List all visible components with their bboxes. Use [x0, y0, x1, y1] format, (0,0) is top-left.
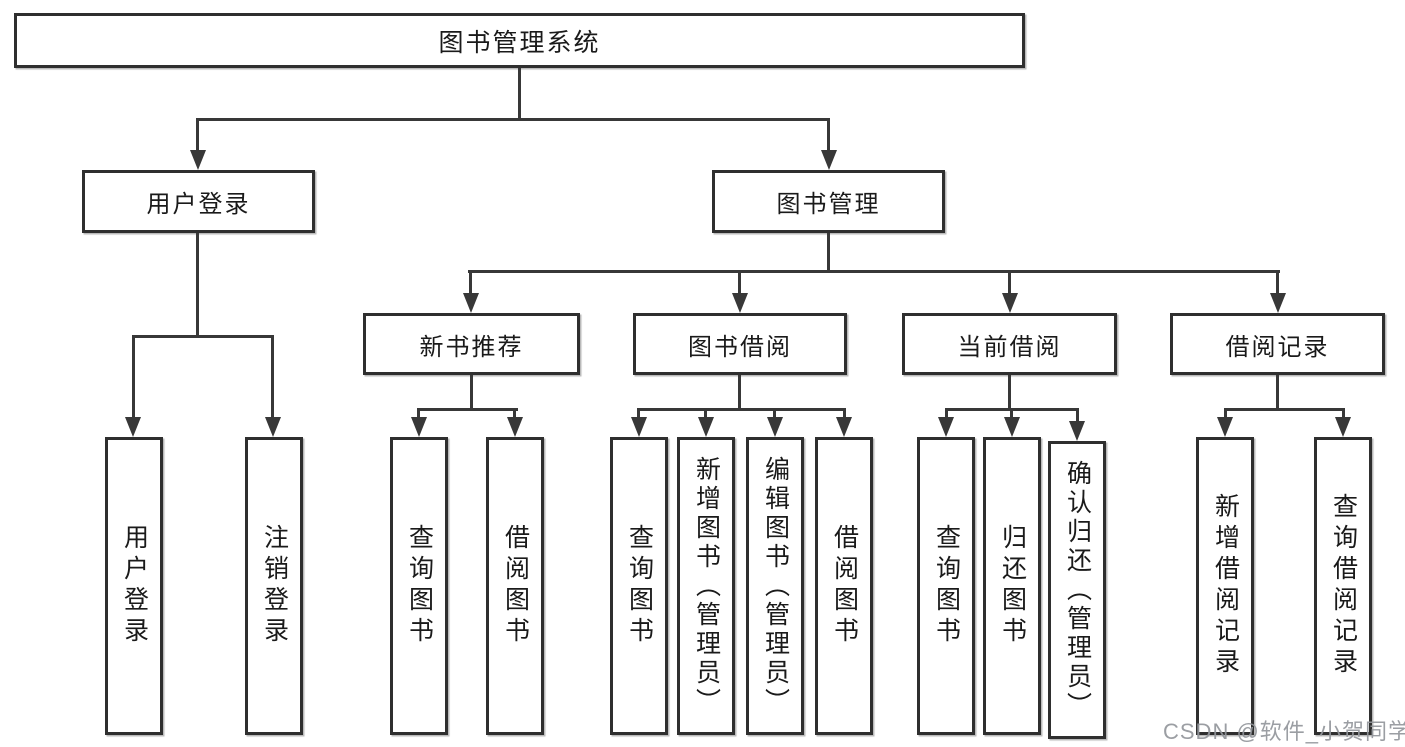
connector-drop	[945, 408, 948, 420]
node-root-label: 图书管理系统	[438, 28, 601, 57]
leaf-query-books-current-label: 查询图书	[932, 524, 961, 648]
connector-leaf-logout-drop	[271, 335, 274, 417]
arrow-book-borrow-icon	[732, 293, 748, 313]
arrow-leaf-icon	[836, 417, 852, 437]
connector-root-stub	[518, 68, 521, 118]
connector-drop	[1076, 408, 1079, 424]
arrow-new-book-icon	[463, 293, 479, 313]
leaf-borrow-books: 借阅图书	[815, 437, 873, 735]
leaf-confirm-return-admin: 确认归还（管理员）	[1048, 441, 1106, 739]
arrow-leaf-login-icon	[125, 417, 141, 437]
arrow-leaf-icon	[1004, 417, 1020, 437]
leaf-query-books-current: 查询图书	[917, 437, 975, 735]
leaf-add-book-admin-label: 新增图书（管理员）	[692, 455, 721, 717]
arrow-leaf-icon	[698, 417, 714, 437]
arrow-current-borrow-icon	[1002, 293, 1018, 313]
connector-leaf-login-drop	[132, 335, 135, 417]
leaf-add-book-admin: 新增图书（管理员）	[677, 437, 735, 735]
node-user-login-label: 用户登录	[146, 191, 251, 218]
leaf-add-borrow-record: 新增借阅记录	[1196, 437, 1254, 735]
node-book-borrow-label: 图书借阅	[688, 333, 792, 361]
connector-new-book-rail	[417, 408, 518, 411]
connector-drop	[704, 408, 707, 420]
leaf-return-book-label: 归还图书	[998, 524, 1027, 648]
connector-new-book-stub	[470, 375, 473, 408]
connector-drop	[1342, 408, 1345, 420]
leaf-borrow-books-recommend-label: 借阅图书	[501, 524, 530, 648]
arrow-user-login-icon	[190, 150, 206, 170]
connector-user-login-stub	[196, 233, 199, 335]
leaf-query-books-recommend-label: 查询图书	[405, 524, 434, 648]
connector-drop	[637, 408, 640, 420]
connector-borrow-records-stub	[1276, 375, 1279, 408]
leaf-user-login-label: 用户登录	[120, 524, 149, 648]
arrow-book-mgmt-icon	[821, 150, 837, 170]
node-book-borrow: 图书借阅	[633, 313, 847, 375]
arrow-leaf-icon	[938, 417, 954, 437]
leaf-edit-book-admin: 编辑图书（管理员）	[746, 437, 804, 735]
node-borrow-records: 借阅记录	[1170, 313, 1385, 375]
leaf-query-books-borrow-label: 查询图书	[625, 524, 654, 648]
leaf-return-book: 归还图书	[983, 437, 1041, 735]
connector-borrow-records-drop	[1276, 270, 1279, 293]
connector-borrow-records-rail	[1224, 408, 1345, 411]
node-root: 图书管理系统	[14, 13, 1025, 68]
connector-book-borrow-drop	[738, 270, 741, 293]
leaf-user-login: 用户登录	[105, 437, 163, 735]
connector-drop	[513, 408, 516, 420]
leaf-confirm-return-admin-label: 确认归还（管理员）	[1063, 459, 1092, 721]
connector-book-borrow-stub	[738, 375, 741, 408]
arrow-leaf-icon	[1069, 421, 1085, 441]
node-book-management-label: 图书管理	[776, 191, 881, 218]
leaf-query-borrow-record-label: 查询借阅记录	[1329, 493, 1358, 679]
node-new-book-recommend: 新书推荐	[363, 313, 580, 375]
node-user-login: 用户登录	[82, 170, 315, 233]
arrow-borrow-records-icon	[1270, 293, 1286, 313]
arrow-leaf-icon	[631, 417, 647, 437]
leaf-borrow-books-recommend: 借阅图书	[486, 437, 544, 735]
connector-drop	[773, 408, 776, 420]
arrow-leaf-icon	[1217, 417, 1233, 437]
connector-drop	[843, 408, 846, 420]
leaf-logout-label: 注销登录	[260, 524, 289, 648]
connector-book-mgmt-drop	[827, 118, 830, 151]
node-current-borrow-label: 当前借阅	[957, 333, 1062, 361]
arrow-leaf-icon	[507, 417, 523, 437]
connector-drop	[417, 408, 420, 420]
leaf-borrow-books-label: 借阅图书	[830, 524, 859, 648]
connector-current-borrow-drop	[1008, 270, 1011, 293]
connector-current-borrow-stub	[1008, 375, 1011, 408]
connector-drop	[1224, 408, 1227, 420]
connector-book-mgmt-stub	[827, 233, 830, 270]
connector-level2-rail	[196, 118, 830, 121]
leaf-add-borrow-record-label: 新增借阅记录	[1211, 493, 1240, 679]
arrow-leaf-logout-icon	[265, 417, 281, 437]
connector-user-login-drop	[196, 118, 199, 151]
leaf-logout: 注销登录	[245, 437, 303, 735]
connector-book-borrow-rail	[637, 408, 846, 411]
leaf-query-borrow-record: 查询借阅记录	[1314, 437, 1372, 735]
connector-drop	[1010, 408, 1013, 420]
node-current-borrow: 当前借阅	[902, 313, 1117, 375]
arrow-leaf-icon	[1335, 417, 1351, 437]
watermark-text: CSDN @软件_小贺同学	[1163, 719, 1405, 744]
leaf-query-books-borrow: 查询图书	[610, 437, 668, 735]
node-borrow-records-label: 借阅记录	[1225, 333, 1330, 361]
arrow-leaf-icon	[411, 417, 427, 437]
arrow-leaf-icon	[767, 417, 783, 437]
connector-level3-rail	[468, 270, 1280, 273]
leaf-query-books-recommend: 查询图书	[390, 437, 448, 735]
node-book-management: 图书管理	[712, 170, 945, 233]
node-new-book-recommend-label: 新书推荐	[419, 333, 524, 361]
connector-user-login-rail	[132, 335, 274, 338]
leaf-edit-book-admin-label: 编辑图书（管理员）	[761, 455, 790, 717]
connector-new-book-drop	[469, 270, 472, 293]
